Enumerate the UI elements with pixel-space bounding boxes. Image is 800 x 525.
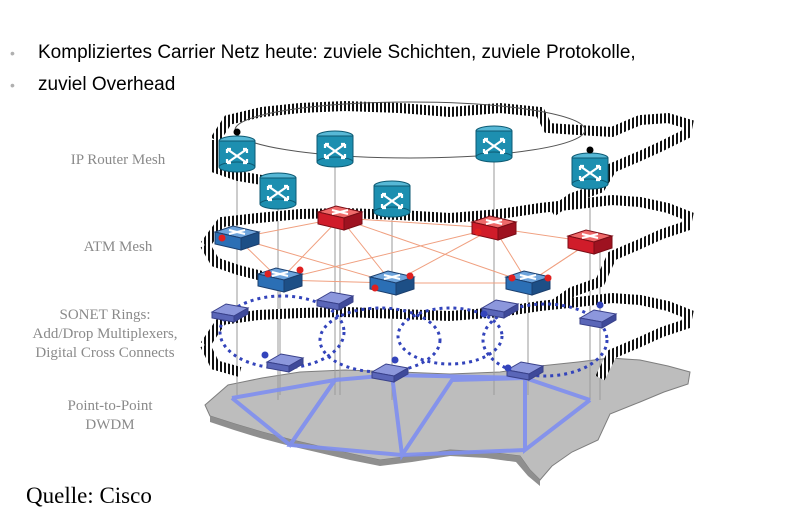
router-node-dots xyxy=(233,128,594,154)
layer-outline-dwdm xyxy=(200,292,694,381)
bullet-text: zuviel Overhead xyxy=(38,74,176,95)
layer-label-dwdm: Point-to-Point DWDM xyxy=(30,397,190,435)
add-drop-multiplexer-icon xyxy=(579,309,617,329)
bullet-text: Kompliziertes Carrier Netz heute: zuviel… xyxy=(38,42,636,63)
layer-label-atm: ATM Mesh xyxy=(83,239,153,255)
router-icon xyxy=(315,129,355,169)
router-icon xyxy=(258,171,298,211)
bullet-item: • zuviel Overhead xyxy=(8,72,636,104)
atm-switch-icon xyxy=(567,229,613,255)
bullet-marker: • xyxy=(10,77,15,93)
add-drop-multiplexer-icon xyxy=(481,299,519,319)
bullet-marker: • xyxy=(10,45,15,61)
connection-dots xyxy=(218,228,552,292)
layer-label-sonet-line: Add/Drop Multiplexers, xyxy=(32,326,178,342)
layer-label-sonet-line: Digital Cross Connects xyxy=(35,345,175,361)
layer-outline-sonet xyxy=(200,194,694,311)
router-icon xyxy=(570,151,610,191)
layer-outline-atm xyxy=(210,100,694,217)
layer-label-dwdm-line: DWDM xyxy=(85,417,135,433)
layer-label-dwdm-line: Point-to-Point xyxy=(67,398,153,414)
bullet-list: • Kompliziertes Carrier Netz heute: zuvi… xyxy=(8,40,636,104)
add-drop-multiplexer-icon xyxy=(266,353,304,373)
layer-label-sonet: SONET Rings: Add/Drop Multiplexers, Digi… xyxy=(10,306,200,363)
layer-label-ip: IP Router Mesh xyxy=(70,152,166,168)
ring-dots xyxy=(261,301,604,372)
layer-label-sonet-line: SONET Rings: xyxy=(59,307,151,323)
bullet-item: • Kompliziertes Carrier Netz heute: zuvi… xyxy=(8,40,636,72)
source-caption: Quelle: Cisco xyxy=(26,483,152,508)
router-icon xyxy=(474,124,514,164)
router-icon xyxy=(217,134,257,174)
atm-switch-icon xyxy=(257,267,303,293)
router-icon xyxy=(372,179,412,219)
